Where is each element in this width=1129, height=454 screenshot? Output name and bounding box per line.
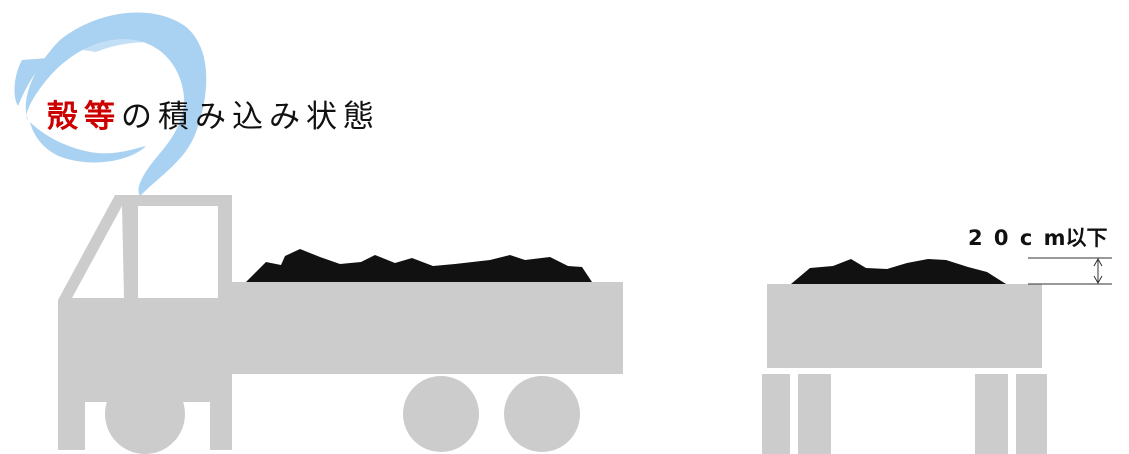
height-dimension [1028,257,1112,285]
title-rest: の積み込み状態 [121,99,380,135]
truck-cab-window-rear [138,206,218,298]
rear-wheel-left-1 [762,374,790,454]
truck-rear-load [791,259,1006,284]
truck-rear-view [762,284,1047,454]
height-limit-label: 2 0 c m以下 [968,226,1108,250]
truck-side-load [246,249,592,282]
front-wheel [105,374,185,454]
rear-wheel-right-1 [975,374,1008,454]
title-highlight: 殻等 [47,99,121,135]
truck-chassis [229,362,623,374]
rear-wheel-1 [403,376,479,452]
truck-cargo-bed [229,282,623,362]
truck-wheels [105,374,580,454]
rear-cargo-bed [767,284,1042,368]
rear-wheel-right-2 [1016,374,1047,454]
truck-cab-window [72,206,124,298]
rear-wheel-left-2 [798,374,831,454]
brush-stroke-decoration [14,12,207,196]
dimension-arrow-down-icon [1093,275,1103,285]
rear-wheel-2 [504,376,580,452]
dimension-arrow-up-icon [1093,257,1103,267]
page-title: 殻等の積み込み状態 [47,91,380,136]
